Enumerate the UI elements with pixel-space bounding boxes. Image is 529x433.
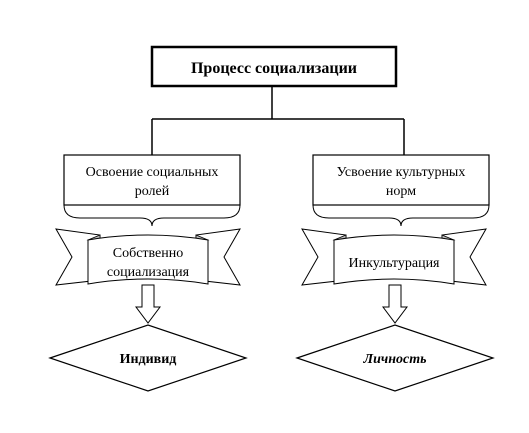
left-top-line-1: Освоение социальных (86, 165, 219, 180)
right-down-arrow (382, 284, 408, 324)
left-banner: Собственно социализация (55, 228, 241, 286)
right-banner-line-1: Инкультурация (349, 256, 441, 271)
root-box (150, 45, 398, 88)
right-brace (312, 204, 490, 227)
left-banner-body (87, 234, 209, 285)
connector-lines (151, 86, 405, 155)
left-result-diamond (48, 324, 248, 392)
left-banner-line-2: социализация (107, 265, 190, 280)
left-branch: Освоение социальных ролей Собственно соц… (48, 154, 248, 392)
left-down-arrow (135, 284, 161, 324)
right-top-box (312, 154, 490, 206)
root-title: Процесс социализации (191, 60, 357, 77)
right-result-diamond (295, 324, 495, 392)
left-top-box (63, 154, 241, 206)
right-result-label: Личность (362, 352, 426, 367)
left-banner-line-1: Собственно (113, 246, 184, 261)
left-brace (63, 204, 241, 227)
right-top-line-1: Усвоение культурных (337, 165, 466, 180)
right-branch: Усвоение культурных норм Инкультурация Л… (295, 154, 495, 392)
left-top-line-2: ролей (135, 184, 170, 199)
right-banner-body (333, 234, 455, 285)
root-node: Процесс социализации (150, 45, 398, 88)
left-result-label: Индивид (120, 352, 177, 367)
right-top-line-2: норм (386, 184, 416, 199)
right-banner: Инкультурация (301, 228, 487, 286)
